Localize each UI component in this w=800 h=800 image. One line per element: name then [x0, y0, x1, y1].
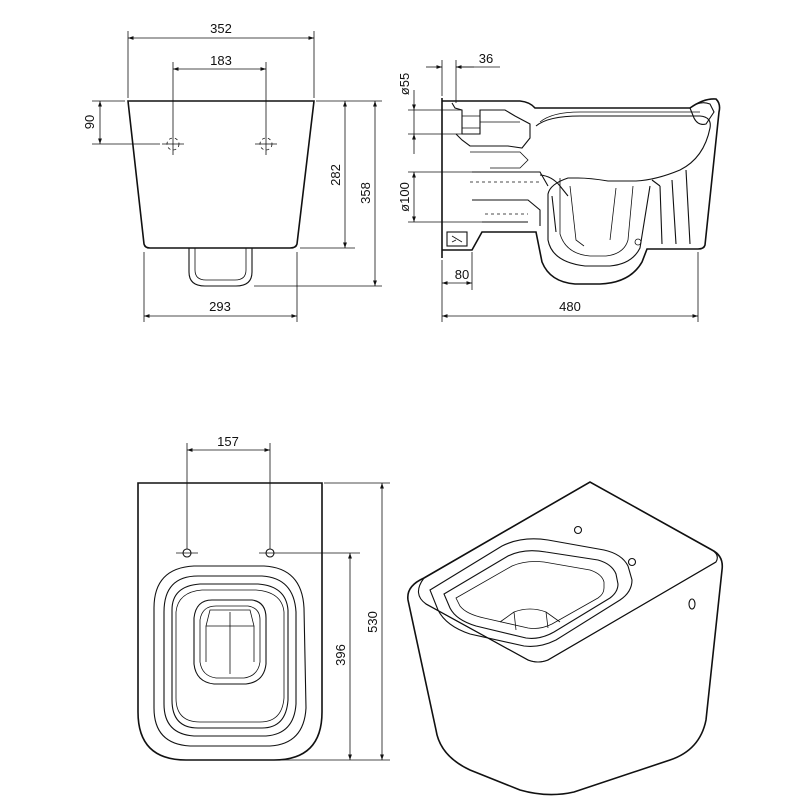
side-water-inlet	[451, 102, 531, 149]
dim-label-o100: ø100	[397, 182, 412, 212]
top-view: 157 396 530	[137, 434, 390, 761]
dim-label-358: 358	[358, 182, 373, 204]
top-outlet	[193, 599, 267, 685]
top-rim-inner	[163, 575, 297, 737]
dim-label-282: 282	[328, 164, 343, 186]
dim-label-80: 80	[455, 267, 469, 282]
iso-front-edge	[425, 561, 717, 663]
dim-label-90: 90	[82, 115, 97, 129]
iso-bowl-opening	[455, 561, 605, 629]
dim-label-157: 157	[217, 434, 239, 449]
top-bowl-inner	[171, 583, 289, 729]
dim-label-396: 396	[333, 644, 348, 666]
side-outlet-bracket	[446, 231, 468, 247]
iso-outer-shell	[407, 481, 724, 796]
dim-label-480: 480	[559, 299, 581, 314]
isometric-view	[407, 481, 724, 796]
rear-fixing-hole-left	[162, 133, 184, 155]
dim-label-36: 36	[479, 51, 493, 66]
dim-label-183: 183	[210, 53, 232, 68]
iso-fixing-hole-front	[627, 557, 637, 567]
side-trap-channel	[472, 171, 549, 226]
rear-outlet-spigot	[188, 248, 253, 287]
side-front-rim	[689, 102, 715, 125]
top-fixing-hole-left	[176, 548, 198, 558]
iso-side-hole	[688, 598, 696, 610]
iso-fixing-hole-back	[573, 525, 583, 535]
dim-label-352: 352	[210, 21, 232, 36]
side-bowl-inner	[535, 115, 711, 267]
side-section-view: 36 ø55 ø100 80 480	[397, 51, 721, 322]
dim-label-530: 530	[365, 611, 380, 633]
rear-body-outline	[127, 100, 315, 249]
dim-label-293: 293	[209, 299, 231, 314]
iso-rim	[429, 538, 633, 647]
iso-top-surface-edge	[417, 481, 718, 663]
top-body-outline	[137, 482, 323, 761]
top-fixing-hole-right	[259, 548, 360, 558]
rear-view: 352 183 90 282 358 293	[82, 21, 382, 322]
rear-fixing-hole-right	[255, 133, 277, 155]
top-rim-outer	[153, 565, 307, 747]
side-outer-shell	[442, 98, 721, 285]
dim-label-o55: ø55	[397, 73, 412, 95]
